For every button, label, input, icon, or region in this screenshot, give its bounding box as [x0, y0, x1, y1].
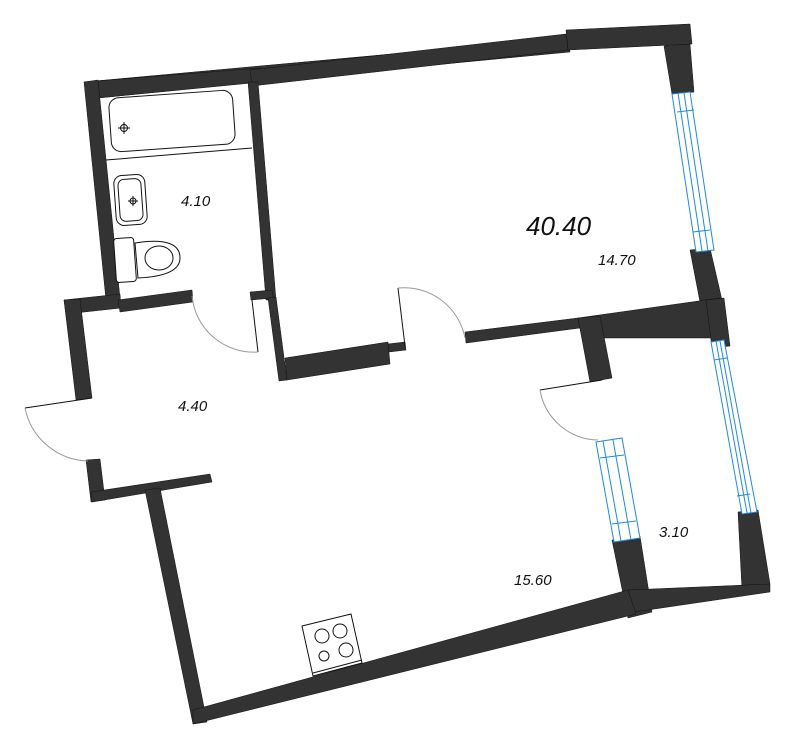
wall-living-bottom-stub [387, 341, 407, 353]
door-balcony [539, 379, 603, 441]
wall-balcony-partition [577, 315, 613, 383]
area-kitchen-living: 15.60 [514, 572, 552, 589]
wall-top-right-block [565, 23, 693, 51]
stove-icon [301, 613, 363, 677]
toilet-icon [113, 237, 181, 283]
wall-kitchen-bottom [192, 589, 637, 725]
bathtub-icon [105, 89, 253, 161]
wall-bath-divider [247, 81, 277, 301]
wall-top-main [249, 33, 569, 87]
door-living [397, 287, 466, 347]
wall-right-mid [689, 247, 723, 303]
wall-balcony-right [737, 509, 771, 591]
window-living [671, 91, 715, 253]
wall-balcony-right-top [705, 297, 731, 349]
wall-balcony-bottom [627, 583, 771, 613]
area-living-room: 14.70 [598, 252, 636, 269]
area-bathroom: 4.10 [181, 193, 211, 210]
sink-icon [113, 173, 148, 226]
wall-living-bottom-left [284, 341, 391, 381]
door-bathroom [191, 295, 259, 353]
wall-living-bottom-right [464, 317, 581, 344]
wall-right-upper [663, 43, 695, 95]
window-balcony-inner [595, 437, 641, 543]
wall-hall-bottom [90, 473, 213, 503]
wall-hall-left-upper [63, 298, 93, 401]
door-entrance [24, 397, 93, 462]
window-balcony-right [710, 339, 758, 515]
wall-kitchen-left [144, 487, 208, 725]
area-hallway: 4.40 [178, 398, 208, 415]
wall-hall-top-right [117, 289, 194, 313]
wall-living-left [267, 296, 288, 382]
area-total: 40.40 [526, 211, 592, 241]
area-balcony: 3.10 [659, 524, 689, 541]
